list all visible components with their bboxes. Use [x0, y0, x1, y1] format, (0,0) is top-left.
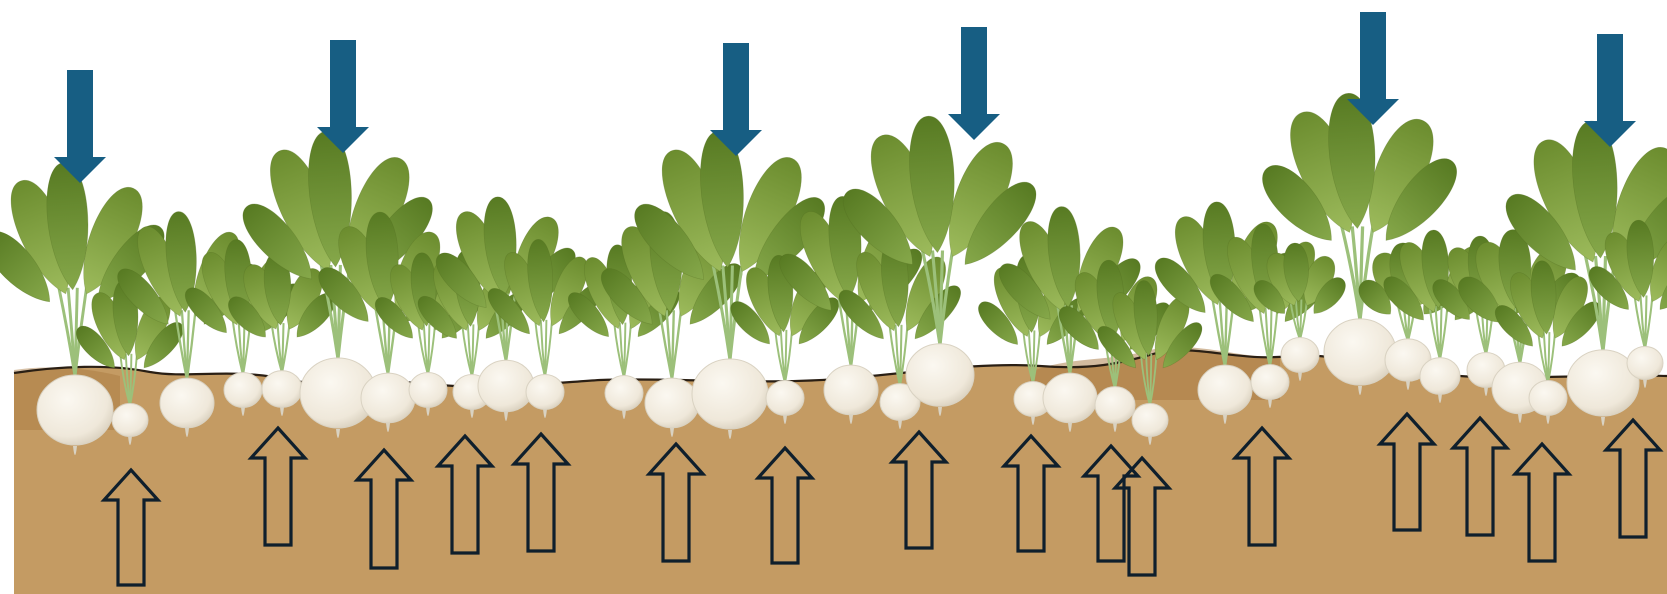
solid-down-arrow-icon — [948, 27, 1000, 140]
